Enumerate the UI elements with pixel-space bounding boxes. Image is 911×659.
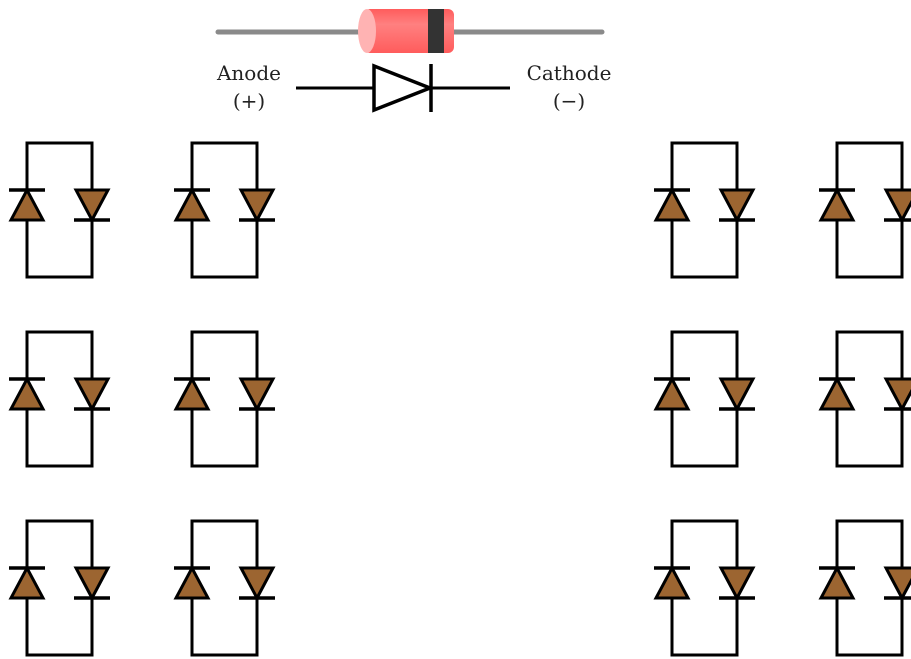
loop-diode-left-triangle [818,186,856,222]
diode-symbol [296,63,510,113]
loop-diode-right-triangle [73,188,111,224]
loop-diode-right [718,188,756,224]
loop-diode-right [73,377,111,413]
loop-diode-left [818,186,856,222]
cathode-sign: (−) [553,89,585,113]
circuit-grid [8,141,911,657]
circuit-loop-right-2-2 [818,330,911,468]
loop-diode-left [8,186,46,222]
loop-diode-left-triangle [653,564,691,600]
cathode-label: Cathode [527,61,612,85]
loop-diode-right-triangle [718,188,756,224]
loop-diode-right-triangle [73,377,111,413]
loop-diode-right-triangle [238,188,276,224]
loop-diode-right [73,566,111,602]
circuit-loop-right-2-1 [653,330,756,468]
loop-diode-right-triangle [883,188,911,224]
loop-diode-left [653,186,691,222]
anode-label: Anode [216,61,281,85]
circuit-loop-right-1-1 [653,141,756,279]
loop-diode-right-triangle [883,566,911,602]
circuit-loop-left-1-2 [173,141,276,279]
diode-body-end-highlight [358,9,376,53]
loop-diode-left [173,564,211,600]
loop-diode-right [883,188,911,224]
loop-diode-right [883,377,911,413]
loop-diode-left [818,564,856,600]
symbol-triangle [372,63,435,113]
circuit-loop-left-3-2 [173,519,276,657]
loop-diode-right [883,566,911,602]
circuit-loop-left-2-2 [173,330,276,468]
circuit-loop-right-3-1 [653,519,756,657]
loop-diode-left-triangle [818,375,856,411]
loop-diode-left [653,375,691,411]
loop-diode-right [718,566,756,602]
loop-diode-right-triangle [883,377,911,413]
loop-diode-left [8,564,46,600]
loop-diode-right [238,566,276,602]
loop-diode-right-triangle [238,566,276,602]
diode-component [215,9,605,53]
loop-diode-left [653,564,691,600]
loop-diode-right [718,377,756,413]
loop-diode-left [8,375,46,411]
circuit-loop-right-3-2 [818,519,911,657]
circuit-loop-left-2-1 [8,330,111,468]
loop-diode-right-triangle [238,377,276,413]
loop-diode-left-triangle [8,375,46,411]
loop-diode-right [238,377,276,413]
cathode-band [428,9,444,53]
loop-diode-right [238,188,276,224]
loop-diode-right-triangle [718,566,756,602]
loop-diode-left-triangle [173,186,211,222]
loop-diode-right [73,188,111,224]
circuit-loop-left-3-1 [8,519,111,657]
circuit-loop-right-1-2 [818,141,911,279]
loop-diode-left [173,375,211,411]
loop-diode-left-triangle [653,186,691,222]
loop-diode-right-triangle [73,566,111,602]
loop-diode-right-triangle [718,377,756,413]
loop-diode-left-triangle [173,564,211,600]
circuit-loop-left-1-1 [8,141,111,279]
loop-diode-left-triangle [173,375,211,411]
loop-diode-left [173,186,211,222]
loop-diode-left [818,375,856,411]
loop-diode-left-triangle [653,375,691,411]
loop-diode-left-triangle [818,564,856,600]
anode-sign: (+) [233,89,265,113]
loop-diode-left-triangle [8,186,46,222]
loop-diode-left-triangle [8,564,46,600]
